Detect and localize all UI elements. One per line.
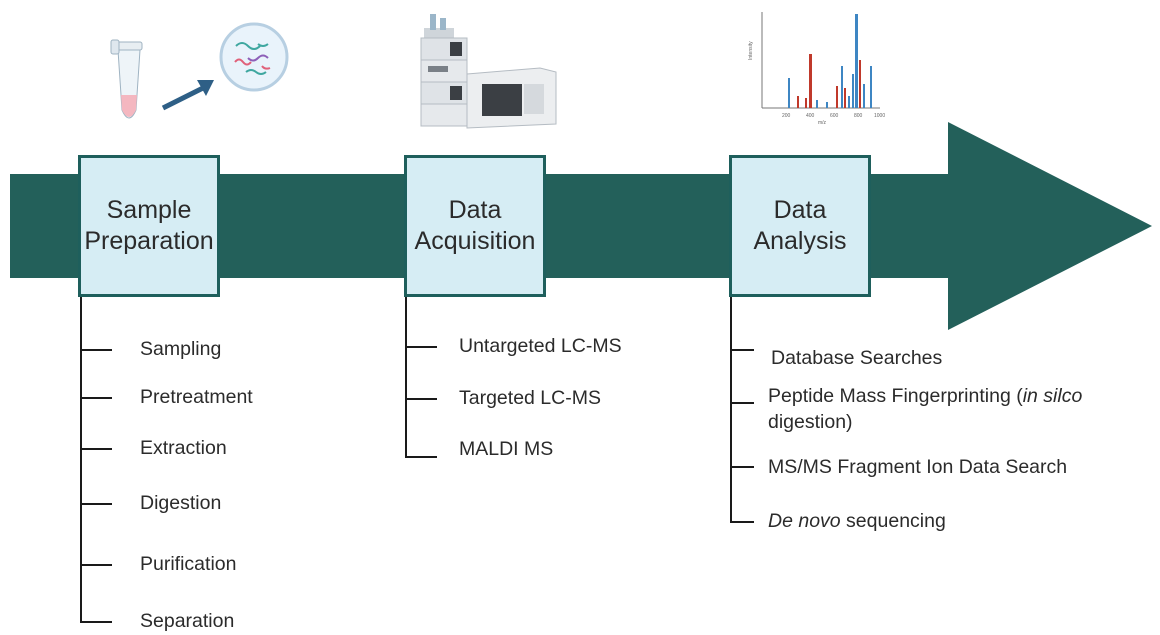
item-text-italic: in silco xyxy=(1022,385,1083,407)
spectrum-xtick: 1000 xyxy=(874,113,885,119)
list-item: Peptide Mass Fingerprinting (in silco xyxy=(768,385,1082,408)
list-item: MALDI MS xyxy=(459,438,554,460)
stage-title-line1: Sample xyxy=(106,196,192,224)
stage-box-data-acquisition: Data Acquisition xyxy=(404,155,546,297)
stage-title-line2: Acquisition xyxy=(414,227,536,255)
spectrum-xtick: 200 xyxy=(782,113,791,119)
arrow-icon xyxy=(161,80,214,111)
tree-branch xyxy=(80,448,112,450)
tree-trunk xyxy=(730,297,732,523)
item-text-italic: De novo xyxy=(768,510,841,532)
tree-branch xyxy=(80,397,112,399)
tree-branch xyxy=(80,349,112,351)
list-item: Digestion xyxy=(140,492,222,514)
stage-title-line2: Analysis xyxy=(753,227,847,255)
list-item: Extraction xyxy=(140,437,227,459)
tree-branch xyxy=(80,564,112,566)
tree-trunk xyxy=(80,297,82,623)
lc-ms-instrument-icon xyxy=(420,14,557,129)
spectrum-xlabel: m/z xyxy=(818,120,827,126)
list-item: MS/MS Fragment Ion Data Search xyxy=(768,456,1068,478)
list-item: Pretreatment xyxy=(140,386,253,408)
list-item: Untargeted LC-MS xyxy=(459,335,622,357)
stage-box-sample-preparation: Sample Preparation xyxy=(78,155,220,297)
list-item: Separation xyxy=(140,610,235,632)
spectrum-ylabel: Intensity xyxy=(748,41,754,60)
list-item: Database Searches xyxy=(771,347,943,369)
list-item: Purification xyxy=(140,553,237,575)
tree-branch xyxy=(730,521,754,523)
item-text: Peptide Mass Fingerprinting ( xyxy=(768,385,1023,407)
stage-box-data-analysis: Data Analysis xyxy=(729,155,871,297)
tree-trunk xyxy=(405,297,407,458)
tree-branch xyxy=(80,503,112,505)
mass-spectrum-icon: Intensity m/z 200 400 600 800 1000 xyxy=(748,12,885,126)
tree-branch xyxy=(730,349,754,351)
stage-icons: Intensity m/z 200 400 600 800 1000 xyxy=(110,12,885,129)
item-text: sequencing xyxy=(840,510,946,532)
list-item: De novo sequencing xyxy=(768,510,946,533)
tree-branch xyxy=(730,402,754,404)
spectrum-xtick: 800 xyxy=(854,113,863,119)
bacteria-dish-icon xyxy=(219,22,289,92)
list-item: Targeted LC-MS xyxy=(459,387,601,409)
stage-title-line1: Data xyxy=(448,196,502,224)
spectrum-xtick: 600 xyxy=(830,113,839,119)
tree-branch xyxy=(405,456,437,458)
stage-title-line2: Preparation xyxy=(84,227,214,255)
tree-branch xyxy=(405,398,437,400)
list-item: digestion) xyxy=(768,411,853,433)
stage-title-line1: Data xyxy=(773,196,827,224)
tree-branch xyxy=(405,346,437,348)
tree-branch xyxy=(730,466,754,468)
tree-branch xyxy=(80,621,112,623)
spectrum-xtick: 400 xyxy=(806,113,815,119)
tube-icon xyxy=(110,39,143,119)
list-item: Sampling xyxy=(140,338,222,360)
